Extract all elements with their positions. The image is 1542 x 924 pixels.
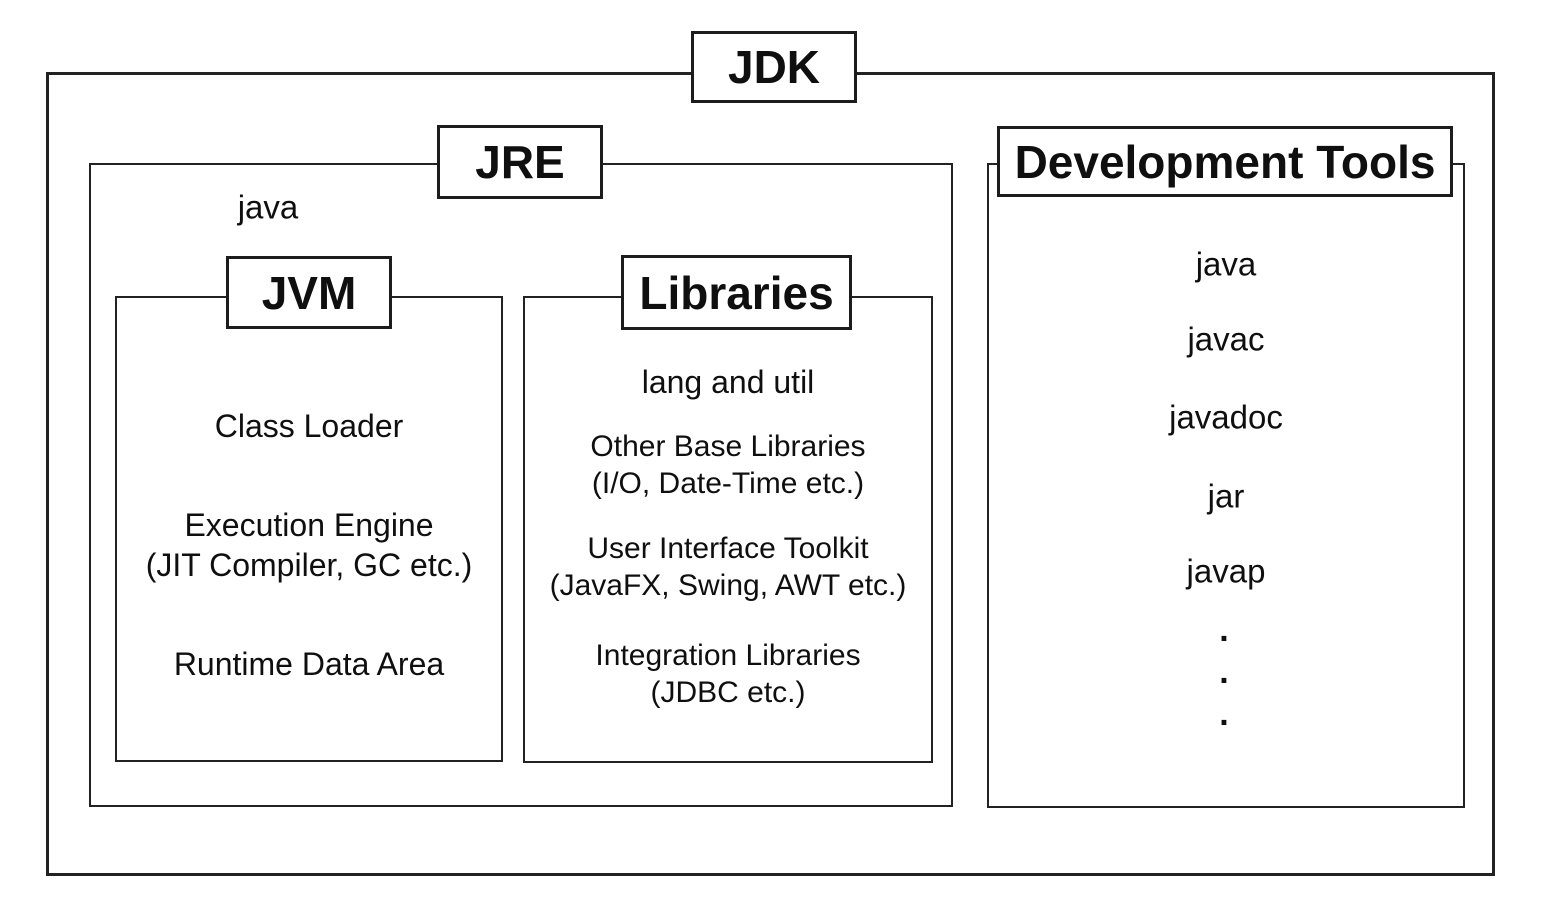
jdk-label-box: JDK — [691, 31, 857, 103]
jdk-label: JDK — [727, 41, 821, 93]
devtool-item-javap: javap — [1186, 552, 1266, 590]
devtools-ellipsis-dot: . — [1219, 653, 1229, 691]
development-tools-label-box: Development Tools — [997, 126, 1453, 197]
libraries-item-integration-line1: Integration Libraries — [595, 639, 861, 672]
jvm-item-execution-engine-line1: Execution Engine — [184, 507, 434, 543]
jvm-item-execution-engine: Execution Engine (JIT Compiler, GC etc.) — [146, 505, 473, 585]
libraries-label-box: Libraries — [621, 255, 852, 330]
libraries-item-ui-toolkit-line1: User Interface Toolkit — [587, 532, 869, 565]
libraries-item-other-base-line1: Other Base Libraries — [590, 430, 866, 463]
devtools-ellipsis-dot: . — [1219, 695, 1229, 733]
jre-label: JRE — [475, 136, 565, 188]
libraries-item-other-base: Other Base Libraries (I/O, Date-Time etc… — [590, 428, 865, 502]
development-tools-label: Development Tools — [1014, 135, 1436, 188]
jvm-item-class-loader: Class Loader — [214, 408, 404, 444]
devtool-item-javac: javac — [1187, 320, 1265, 358]
devtool-item-java: java — [1195, 245, 1257, 283]
jvm-item-runtime-data-area: Runtime Data Area — [173, 646, 445, 682]
libraries-item-ui-toolkit-line2: (JavaFX, Swing, AWT etc.) — [549, 569, 907, 602]
libraries-item-ui-toolkit: User Interface Toolkit (JavaFX, Swing, A… — [550, 530, 907, 604]
jvm-label-box: JVM — [226, 256, 392, 329]
jre-label-box: JRE — [437, 125, 603, 199]
jvm-item-execution-engine-line2: (JIT Compiler, GC etc.) — [145, 547, 473, 583]
libraries-item-integration: Integration Libraries (JDBC etc.) — [595, 637, 860, 711]
libraries-item-integration-line2: (JDBC etc.) — [650, 676, 806, 709]
devtools-ellipsis-dot: . — [1219, 611, 1229, 649]
libraries-label: Libraries — [639, 266, 834, 319]
devtool-item-javadoc: javadoc — [1169, 398, 1283, 436]
libraries-item-lang-util: lang and util — [641, 364, 815, 400]
devtool-item-jar: jar — [1207, 477, 1245, 515]
jre-java-annotation: java — [237, 188, 299, 226]
jvm-label: JVM — [261, 266, 357, 319]
libraries-item-other-base-line2: (I/O, Date-Time etc.) — [591, 467, 865, 500]
